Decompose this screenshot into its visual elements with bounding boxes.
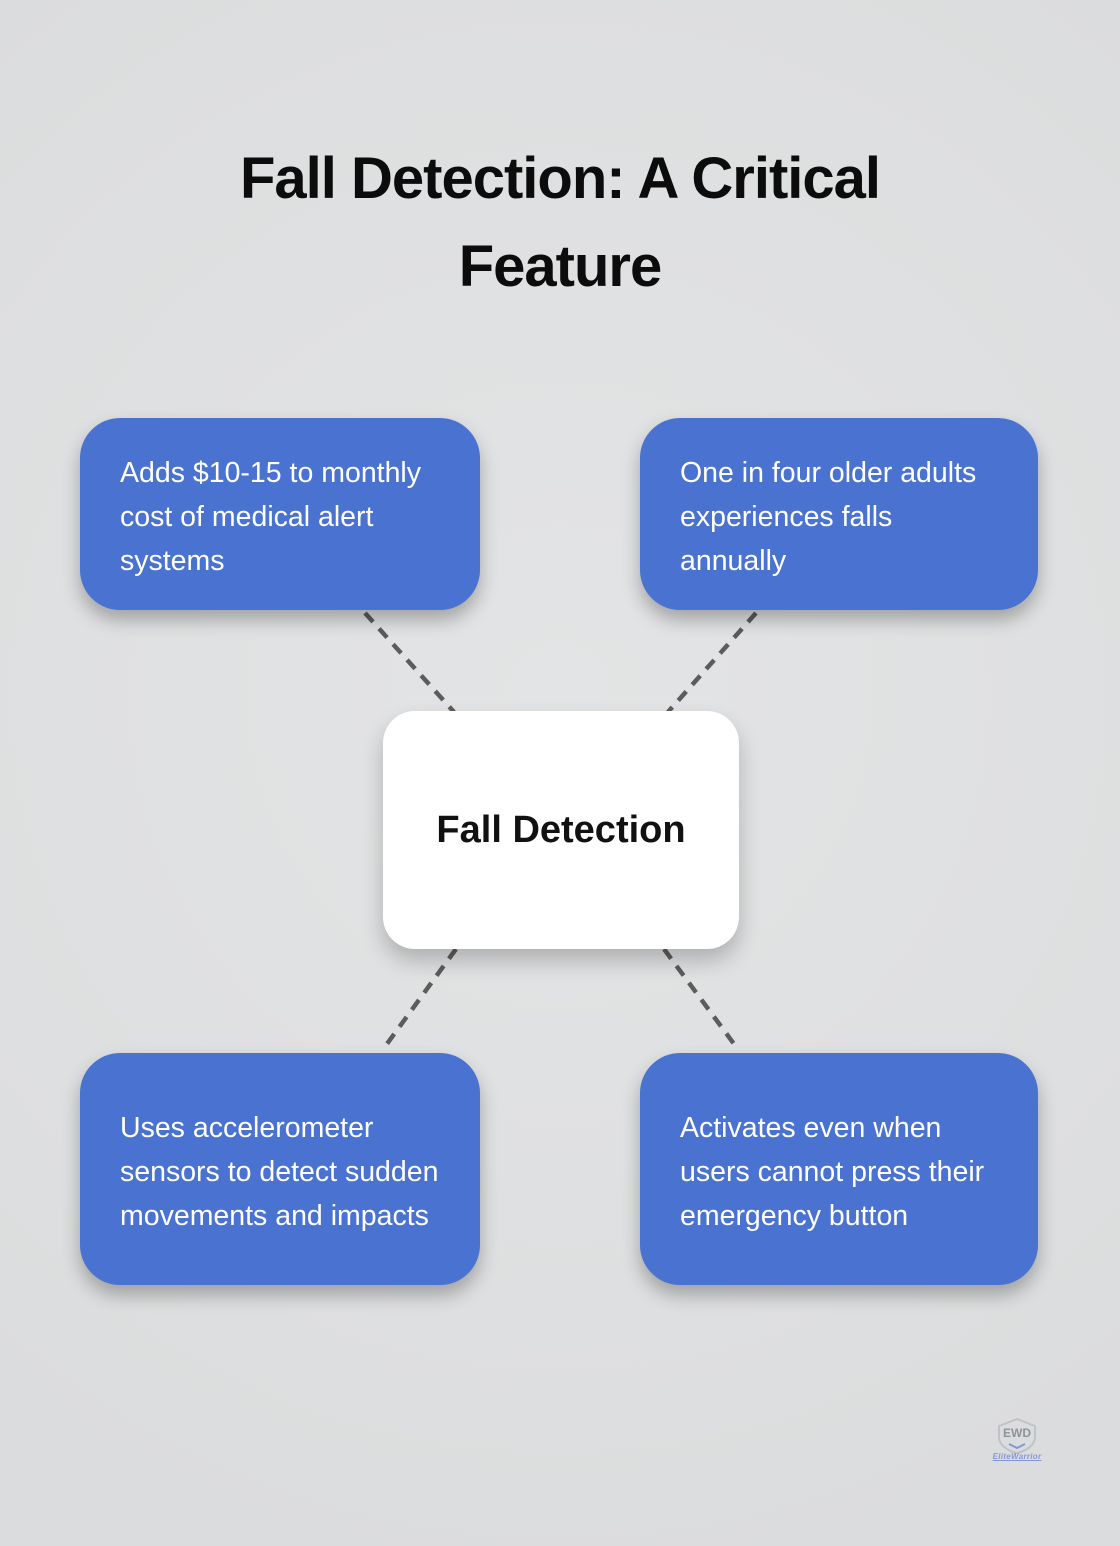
watermark-initials: EWD bbox=[1003, 1426, 1031, 1440]
fact-text-top-left: Adds $10-15 to monthly cost of medical a… bbox=[120, 457, 422, 577]
fact-text-bottom-right: Activates even when users cannot press t… bbox=[680, 1112, 985, 1232]
page-title-line-2: Feature bbox=[458, 233, 663, 299]
center-node-label: Fall Detection bbox=[436, 808, 686, 851]
watermark-name: EliteWarrior bbox=[992, 1452, 1042, 1461]
fact-text-top-right: One in four older adults experiences fal… bbox=[680, 457, 977, 577]
fact-node-bottom-left: Uses accelerometer sensors to detect sud… bbox=[80, 1053, 480, 1285]
fact-text-bottom-left: Uses accelerometer sensors to detect sud… bbox=[120, 1112, 439, 1232]
fact-node-top-left: Adds $10-15 to monthly cost of medical a… bbox=[80, 418, 480, 610]
fact-node-bottom-right: Activates even when users cannot press t… bbox=[640, 1053, 1038, 1285]
connector-top-left bbox=[363, 611, 456, 714]
connector-bottom-left bbox=[382, 947, 458, 1050]
page-title-line-1: Fall Detection: A Critical bbox=[239, 145, 881, 211]
center-node: Fall Detection bbox=[383, 711, 739, 949]
fact-node-top-right: One in four older adults experiences fal… bbox=[640, 418, 1038, 610]
connector-top-right bbox=[666, 611, 758, 714]
watermark-logo: EWD EliteWarrior bbox=[982, 1418, 1052, 1461]
connector-bottom-right bbox=[662, 947, 739, 1050]
shield-icon: EWD bbox=[998, 1418, 1036, 1454]
page-title: Fall Detection: A Critical Feature bbox=[0, 135, 1120, 311]
